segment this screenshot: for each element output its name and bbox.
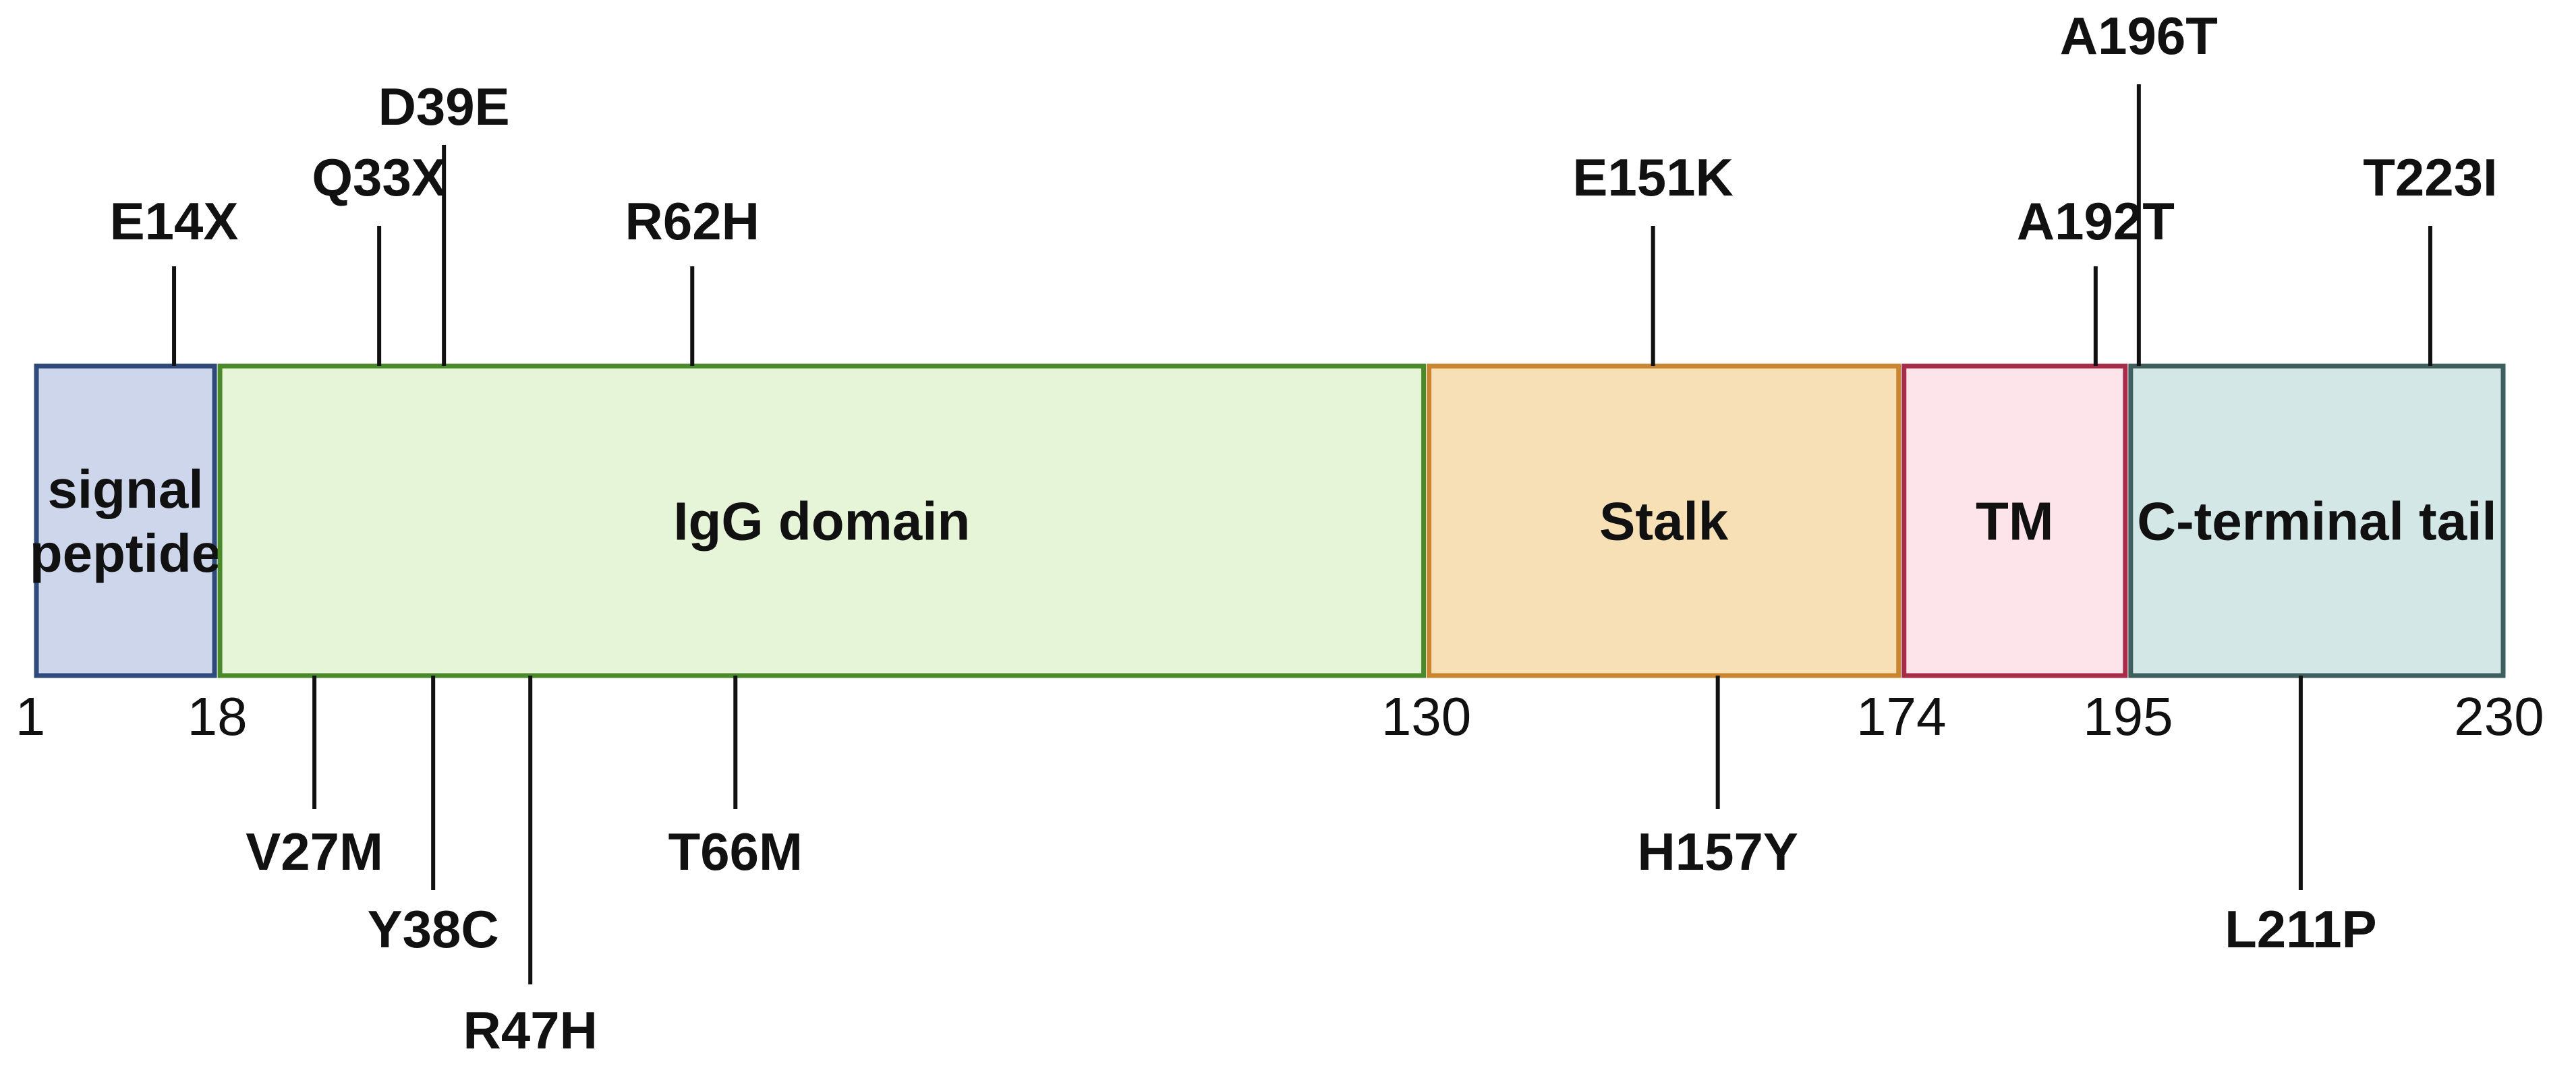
- domain-tm-box: [1901, 363, 2128, 678]
- domain-igg-domain-label: IgG domain: [673, 492, 970, 552]
- domain-stalk-label: Stalk: [1599, 492, 1729, 552]
- mutation-label-t66m: T66M: [668, 822, 803, 881]
- position-label-230: 230: [2454, 686, 2544, 746]
- position-labels: 1 18 130 174 195 230: [16, 686, 2544, 746]
- mutation-label-r62h: R62H: [625, 191, 760, 251]
- position-label-1: 1: [16, 686, 46, 746]
- mutation-labels: E14X Q33X D39E R62H E151K A192T A196T T223I V27M…: [110, 6, 2498, 1060]
- position-label-195: 195: [2083, 686, 2173, 746]
- mutation-label-l211p: L211P: [2225, 899, 2377, 959]
- domain-igg-domain-box: [217, 363, 1427, 678]
- mutation-label-e14x: E14X: [110, 191, 239, 251]
- domain-signal-peptide-box: [34, 363, 217, 678]
- mutation-label-q33x: Q33X: [312, 148, 446, 207]
- mutation-stems: [172, 84, 2432, 984]
- domain-c-terminal-tail-box: [2128, 363, 2506, 678]
- domain-tm-label: TM: [1976, 492, 2054, 552]
- position-label-18: 18: [188, 686, 248, 746]
- domain-c-terminal-tail-label: C-terminal tail: [2137, 492, 2496, 552]
- mutation-label-a196t: A196T: [2060, 6, 2218, 65]
- position-label-130: 130: [1381, 686, 1471, 746]
- domain-stalk-box: [1427, 363, 1901, 678]
- mutation-label-a192t: A192T: [2017, 191, 2175, 251]
- mutation-label-r47h: R47H: [463, 1001, 597, 1060]
- mutation-label-t223i: T223I: [2363, 148, 2497, 207]
- mutation-label-h157y: H157Y: [1637, 822, 1798, 881]
- mutation-label-v27m: V27M: [246, 822, 383, 881]
- mutation-label-d39e: D39E: [378, 77, 510, 136]
- domain-signal-peptide-label: signal: [47, 459, 203, 519]
- mutation-label-e151k: E151K: [1572, 148, 1734, 207]
- position-label-174: 174: [1856, 686, 1946, 746]
- domain-signal-peptide-label: peptide: [30, 523, 221, 583]
- mutation-label-y38c: Y38C: [368, 899, 499, 959]
